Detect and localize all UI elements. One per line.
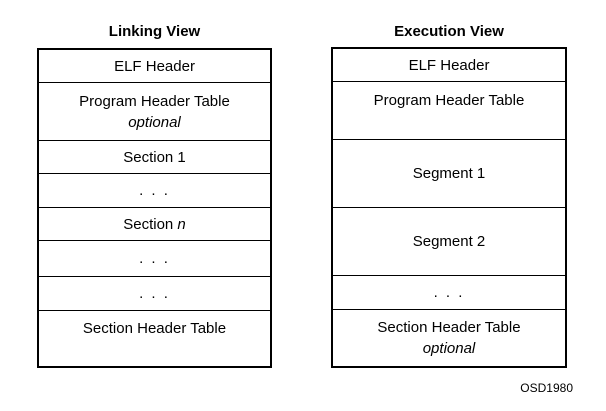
row-label-line: Section 1: [123, 147, 186, 168]
execution-view-row-segment-2: Segment 2: [333, 208, 565, 276]
row-label-segment: Program Header Table: [373, 91, 525, 109]
linking-view-row-elf-header: ELF Header: [39, 50, 270, 83]
row-label-line: optional: [423, 338, 476, 359]
linking-view-row-ellipsis-3: . . .: [39, 277, 270, 311]
row-label-line: . . .: [139, 283, 170, 304]
row-label-segment: . . .: [139, 285, 170, 302]
row-label-italic-segment: n: [177, 215, 186, 233]
row-label-segment: ELF Header: [114, 57, 195, 75]
row-label-segment: . . .: [139, 250, 170, 267]
execution-view-row-elf-header: ELF Header: [333, 49, 565, 82]
row-label-segment: Section: [123, 215, 178, 233]
execution-view-title: Execution View: [394, 23, 504, 40]
linking-view-row-ellipsis-1: . . .: [39, 174, 270, 208]
row-label-segment: Section Header Table: [377, 319, 521, 336]
row-label-line: Program Header Table: [79, 91, 230, 112]
row-label-segment: . . .: [433, 284, 465, 301]
row-label-line: Section Header Table: [83, 318, 226, 339]
execution-view-row-ellipsis-1: . . .: [333, 276, 565, 310]
row-label-segment: ELF Header: [408, 56, 490, 74]
execution-view-row-segment-1: Segment 1: [333, 140, 565, 208]
row-label-segment: Section Header Table: [82, 319, 227, 337]
row-label-italic-segment: optional: [422, 340, 476, 357]
execution-view-row-section-header-table: Section Header Table optional: [333, 310, 565, 366]
row-label-italic-segment: optional: [128, 113, 181, 131]
row-label-line: Segment 1: [413, 163, 486, 184]
row-label-segment: Section 1: [123, 148, 186, 166]
row-label-line: . . .: [434, 282, 465, 303]
row-label-line: . . .: [139, 248, 170, 269]
linking-view-row-section-1: Section 1: [39, 141, 270, 174]
row-label-segment: Segment 1: [412, 165, 486, 182]
row-label-segment: Program Header Table: [79, 92, 230, 110]
figure-code-label: OSD1980: [520, 381, 573, 395]
row-label-line: ELF Header: [409, 55, 490, 76]
row-label-segment: . . .: [139, 182, 170, 199]
execution-view-row-program-header-table: Program Header Table: [333, 82, 565, 140]
linking-view-row-section-n: Section n: [39, 208, 270, 241]
row-label-line: Segment 2: [413, 231, 486, 252]
row-label-line: optional: [128, 112, 181, 133]
row-label-line: Program Header Table: [374, 90, 525, 111]
row-label-segment: Segment 2: [412, 233, 486, 250]
row-label-line: Section n: [123, 214, 186, 235]
linking-view-row-program-header-table: Program Header Table optional: [39, 83, 270, 141]
linking-view-title: Linking View: [108, 23, 201, 40]
row-label-line: ELF Header: [114, 56, 195, 77]
row-label-line: . . .: [139, 180, 170, 201]
linking-view-row-ellipsis-2: . . .: [39, 241, 270, 277]
linking-view-row-section-header-table: Section Header Table: [39, 311, 270, 366]
row-label-line: Section Header Table: [377, 317, 520, 338]
